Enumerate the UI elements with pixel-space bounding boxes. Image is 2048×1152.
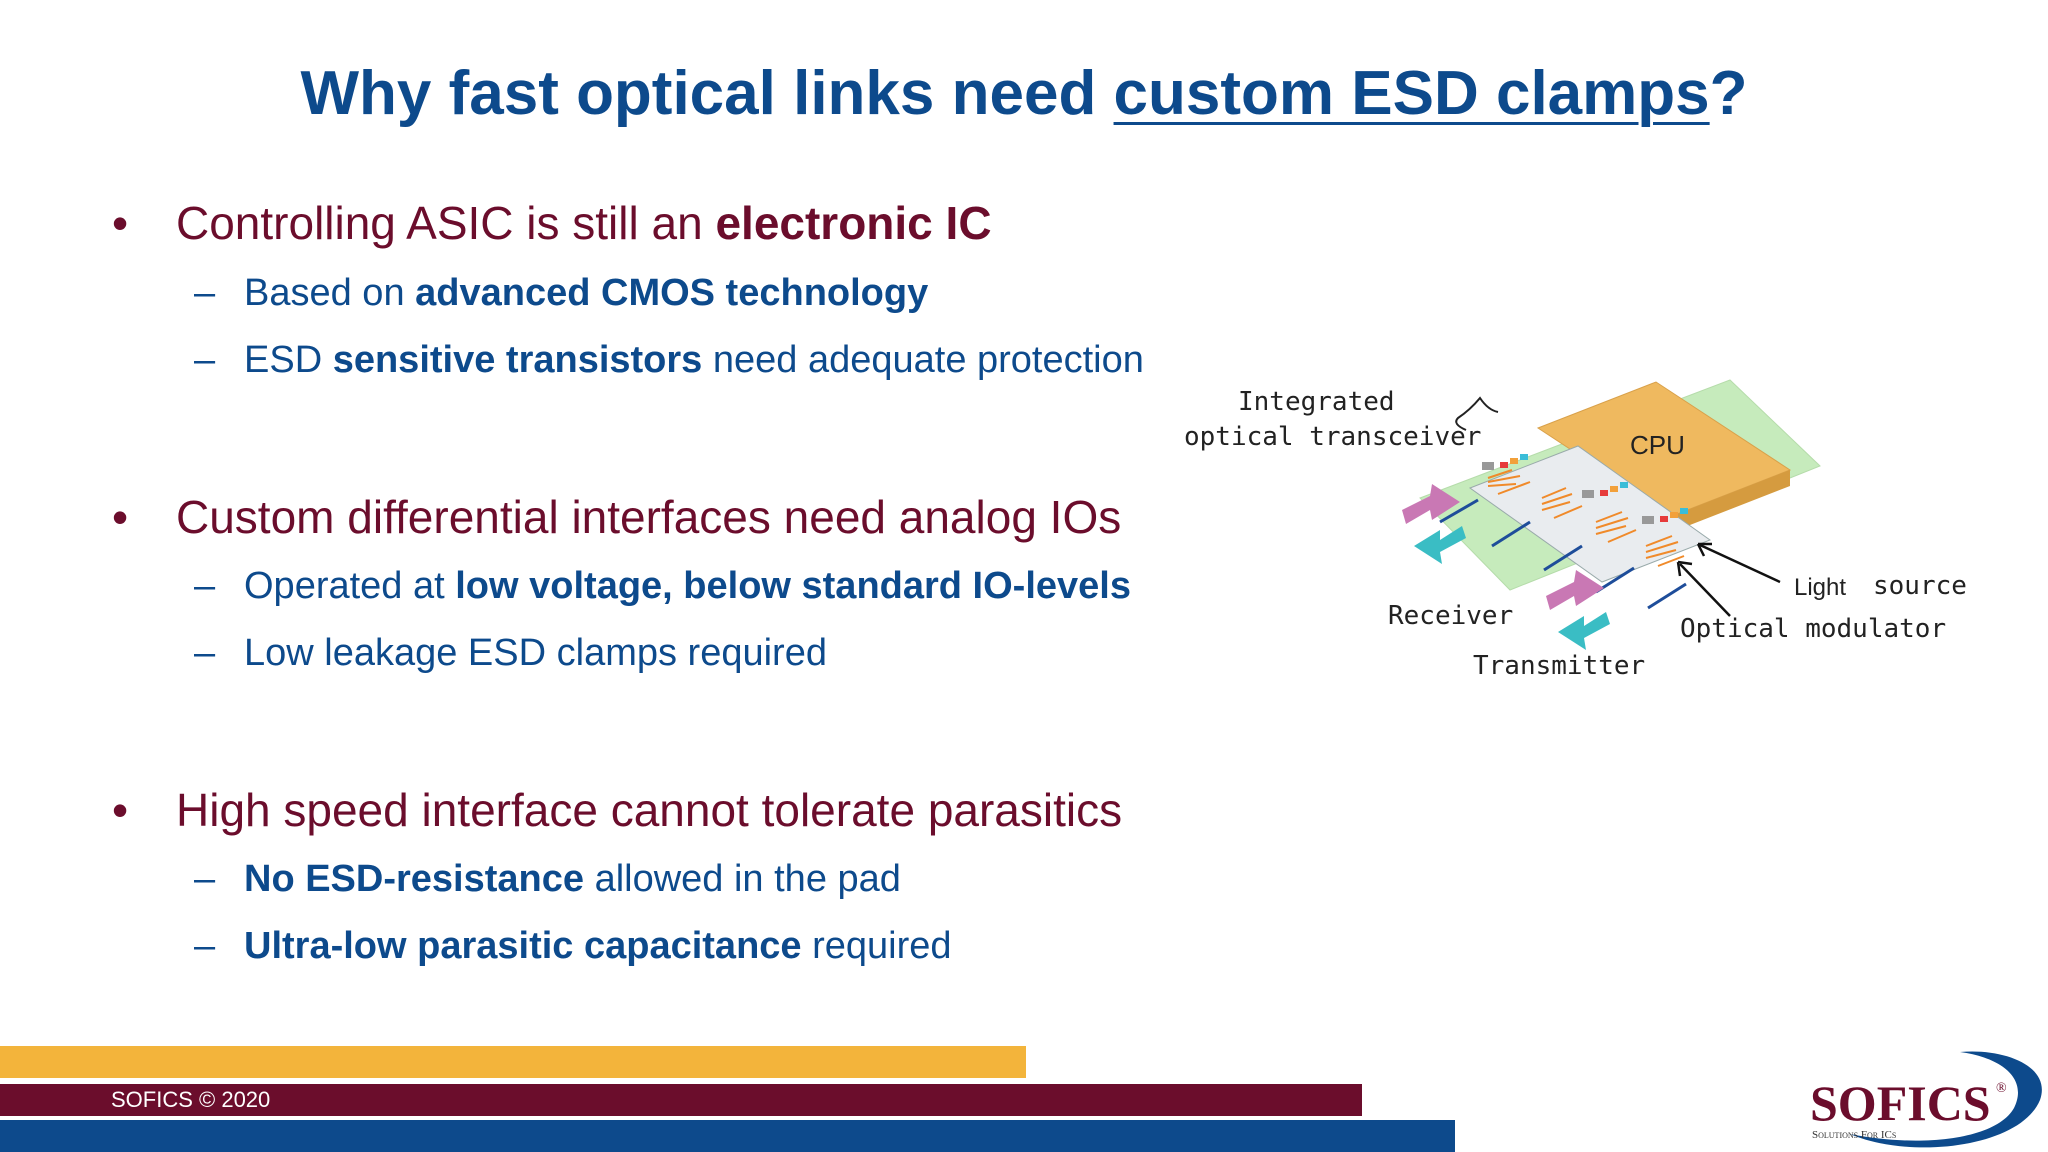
slide-title: Why fast optical links need custom ESD c…	[0, 58, 2048, 129]
transmitter-arrows	[1546, 570, 1610, 650]
logo-tagline: Solutions For ICs	[1812, 1129, 1896, 1141]
receiver-arrows	[1402, 484, 1466, 564]
sub-part: Based on	[244, 272, 416, 314]
sub-1-1-text: Based on advanced CMOS technology	[244, 272, 928, 315]
sub-part: required	[801, 925, 952, 967]
sub-2-2-text: Low leakage ESD clamps required	[244, 632, 827, 674]
title-prefix: Why fast optical links need	[300, 59, 1114, 128]
cyan-arrow-1	[1414, 526, 1466, 564]
pink-arrow-2	[1546, 570, 1604, 610]
modulator-pointer-head	[1676, 560, 1693, 577]
label-integrated-1: Integrated	[1238, 387, 1395, 417]
sub-part: need adequate protection	[702, 339, 1144, 381]
dash-marker: –	[194, 339, 216, 381]
bullet-2-text: Custom differential interfaces need anal…	[176, 491, 1122, 543]
brace-icon	[1455, 396, 1499, 431]
color-pads	[1482, 454, 1688, 524]
source-pointer-head	[1696, 542, 1712, 557]
dash-marker: –	[194, 858, 216, 900]
bullet-1-text: Controlling ASIC is still an electronic …	[176, 196, 992, 250]
bullet-1-bold: electronic IC	[715, 197, 992, 249]
bullet-marker: •	[112, 491, 129, 543]
sub-3-2-text: Ultra-low parasitic capacitance required	[244, 925, 952, 968]
cpu-label: CPU	[1630, 430, 1685, 460]
sub-bold: Ultra-low parasitic capacitance	[244, 925, 802, 967]
sub-part: ESD	[244, 339, 333, 381]
optical-transceiver-diagram: CPU	[1184, 379, 1967, 681]
dash-marker: –	[194, 632, 216, 674]
dash-marker: –	[194, 272, 216, 314]
logo-name: SOFICS	[1810, 1075, 1991, 1131]
sub-bold: No ESD-resistance	[244, 858, 585, 900]
sub-1-2-text: ESD sensitive transistors need adequate …	[244, 339, 1144, 382]
source-pointer	[1699, 543, 1781, 584]
label-transmitter: Transmitter	[1473, 651, 1645, 681]
sub-2-1-text: Operated at low voltage, below standard …	[244, 565, 1131, 608]
label-receiver: Receiver	[1388, 601, 1513, 631]
sofics-logo: SOFICS ® Solutions For ICs	[1810, 1051, 2042, 1148]
modulator-pointer	[1679, 563, 1731, 617]
sub-3-1-text: No ESD-resistance allowed in the pad	[244, 858, 901, 901]
footer-copyright: SOFICS © 2020	[111, 1087, 271, 1112]
bullet-marker: •	[112, 784, 129, 836]
bullet-1-part: Controlling ASIC is still an	[176, 197, 716, 249]
title-suffix: ?	[1709, 59, 1748, 128]
sub-bold: low voltage, below standard IO-levels	[455, 565, 1131, 607]
chip-strip	[1468, 445, 1712, 583]
sub-part: Operated at	[244, 565, 456, 607]
sub-bold: advanced CMOS technology	[415, 272, 929, 314]
label-source: source	[1873, 571, 1967, 601]
cyan-arrow-2	[1558, 612, 1610, 650]
logo-registered: ®	[1996, 1081, 2007, 1096]
pink-arrow-1	[1402, 484, 1460, 524]
label-integrated-2: optical transceiver	[1184, 422, 1481, 452]
cpu-front	[1672, 470, 1790, 532]
bullet-3-text: High speed interface cannot tolerate par…	[176, 784, 1123, 836]
bullet-marker: •	[112, 197, 129, 249]
footer-bar-blue	[0, 1120, 1455, 1152]
label-optical-modulator: Optical modulator	[1680, 614, 1946, 644]
dash-marker: –	[194, 565, 216, 607]
footer-bar-maroon	[0, 1084, 1362, 1116]
footer-bar-orange	[0, 1046, 1026, 1078]
waveguide-fan-1	[1487, 469, 1685, 567]
sub-bold: sensitive transistors	[332, 339, 703, 381]
sub-part: allowed in the pad	[584, 858, 901, 900]
logo-swoosh	[1850, 1051, 2042, 1148]
dash-marker: –	[194, 925, 216, 967]
title-underlined: custom ESD clamps	[1113, 59, 1710, 128]
label-light: Light	[1794, 574, 1846, 601]
transceiver-chips	[1439, 445, 1712, 610]
